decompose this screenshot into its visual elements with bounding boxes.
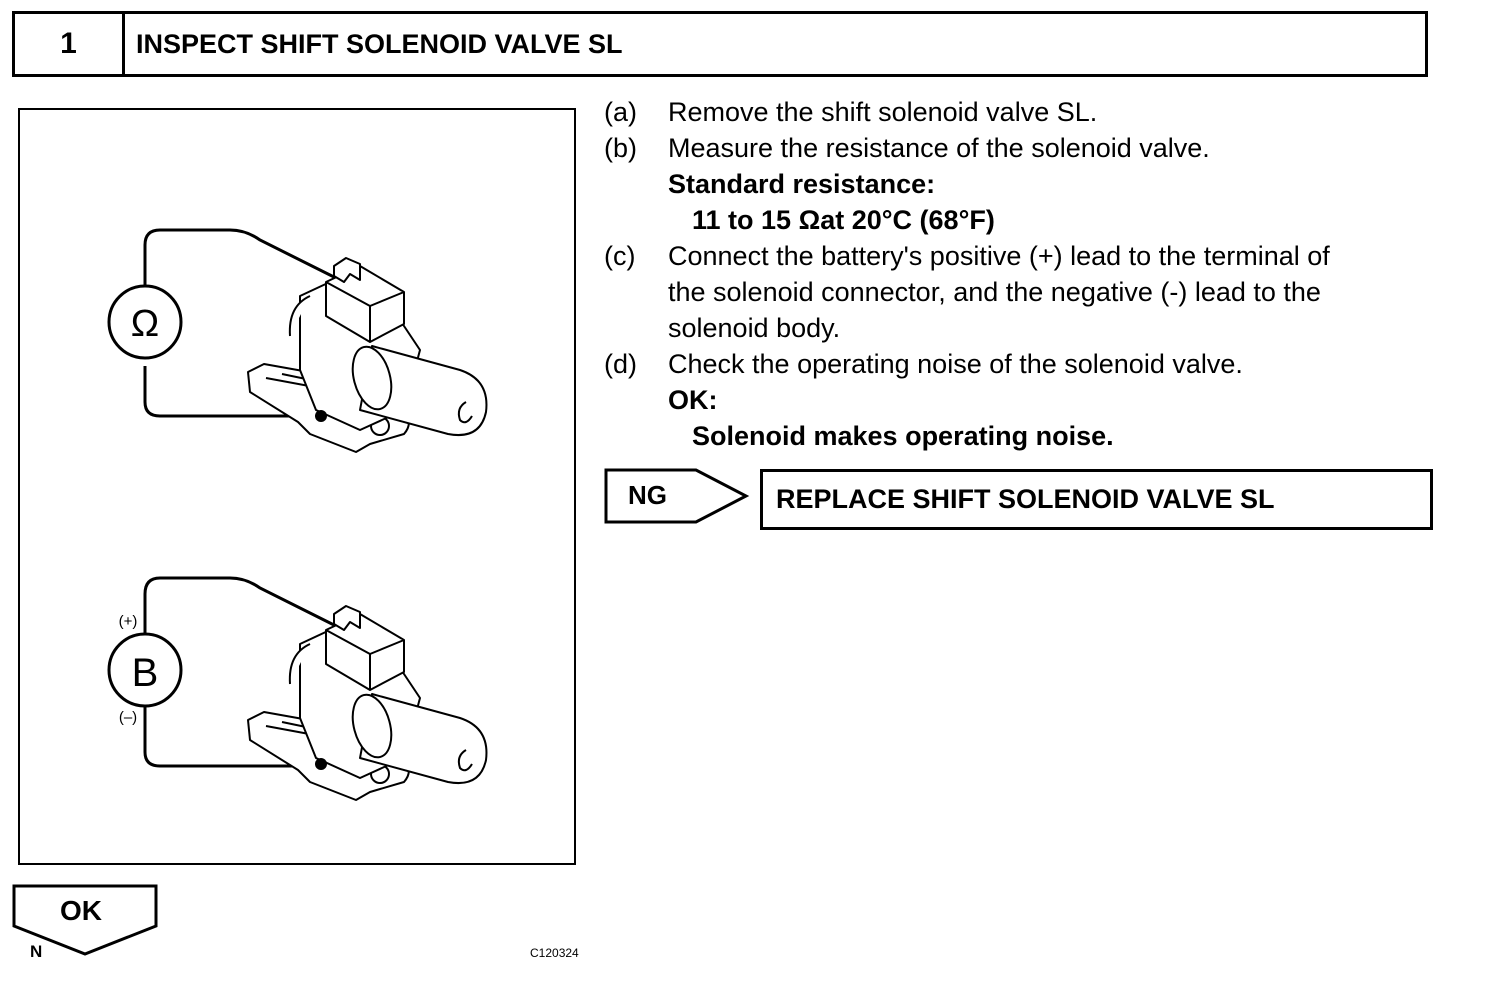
step-label: (a) xyxy=(604,97,637,127)
step-number: 1 xyxy=(15,14,125,74)
battery-icon xyxy=(107,632,183,708)
procedure-header: 1 INSPECT SHIFT SOLENOID VALVE SL xyxy=(12,11,1428,77)
standard-resistance-heading: Standard resistance: xyxy=(668,169,936,199)
step-text: Connect the battery's positive (+) lead … xyxy=(668,238,1484,346)
step-text-line: solenoid body. xyxy=(668,313,841,343)
resistance-test-diagram: Ω xyxy=(107,228,488,453)
ng-label: NG xyxy=(628,480,667,510)
operation-test-diagram: B (+) (–) xyxy=(107,576,488,801)
figure-corner-letter: N xyxy=(30,942,43,961)
ok-spec-heading: OK: xyxy=(668,385,718,415)
negative-mark: (–) xyxy=(119,709,137,726)
step-a: (a) Remove the shift solenoid valve SL. xyxy=(604,94,1484,130)
ng-action-text: REPLACE SHIFT SOLENOID VALVE SL xyxy=(776,484,1275,514)
illustration-svg: Ω B (+) (–) xyxy=(107,228,488,801)
ohmmeter-symbol: Ω xyxy=(131,303,159,345)
ng-arrow-icon xyxy=(604,468,750,524)
step-text: Measure the resistance of the solenoid v… xyxy=(668,133,1210,163)
battery-symbol: B xyxy=(132,651,159,695)
step-title: INSPECT SHIFT SOLENOID VALVE SL xyxy=(136,28,623,59)
step-label: (d) xyxy=(604,349,637,379)
step-text: Check the operating noise of the solenoi… xyxy=(668,349,1243,379)
step-c: (c) Connect the battery's positive (+) l… xyxy=(604,238,1484,346)
step-label: (c) xyxy=(604,241,636,271)
step-b: (b) Measure the resistance of the soleno… xyxy=(604,130,1484,166)
ok-arrow-icon xyxy=(12,884,158,956)
ng-action-box: REPLACE SHIFT SOLENOID VALVE SL xyxy=(760,469,1433,530)
step-text-line: the solenoid connector, and the negative… xyxy=(668,277,1321,307)
ok-spec-value: Solenoid makes operating noise. xyxy=(692,421,1114,451)
step-text-line: Connect the battery's positive (+) lead … xyxy=(668,241,1330,271)
inspection-illustration: Ω B (+) (–) N C120324 xyxy=(18,108,579,961)
ohmmeter-icon xyxy=(107,284,183,360)
positive-mark: (+) xyxy=(119,613,138,630)
standard-resistance-value: 11 to 15 Ωat 20°C (68°F) xyxy=(692,205,995,235)
figure-code: C120324 xyxy=(530,946,579,960)
step-d: (d) Check the operating noise of the sol… xyxy=(604,346,1484,382)
step-text: Remove the shift solenoid valve SL. xyxy=(668,97,1098,127)
procedure-steps: (a) Remove the shift solenoid valve SL. … xyxy=(604,94,1484,454)
step-label: (b) xyxy=(604,133,637,163)
ok-label: OK xyxy=(60,895,102,926)
